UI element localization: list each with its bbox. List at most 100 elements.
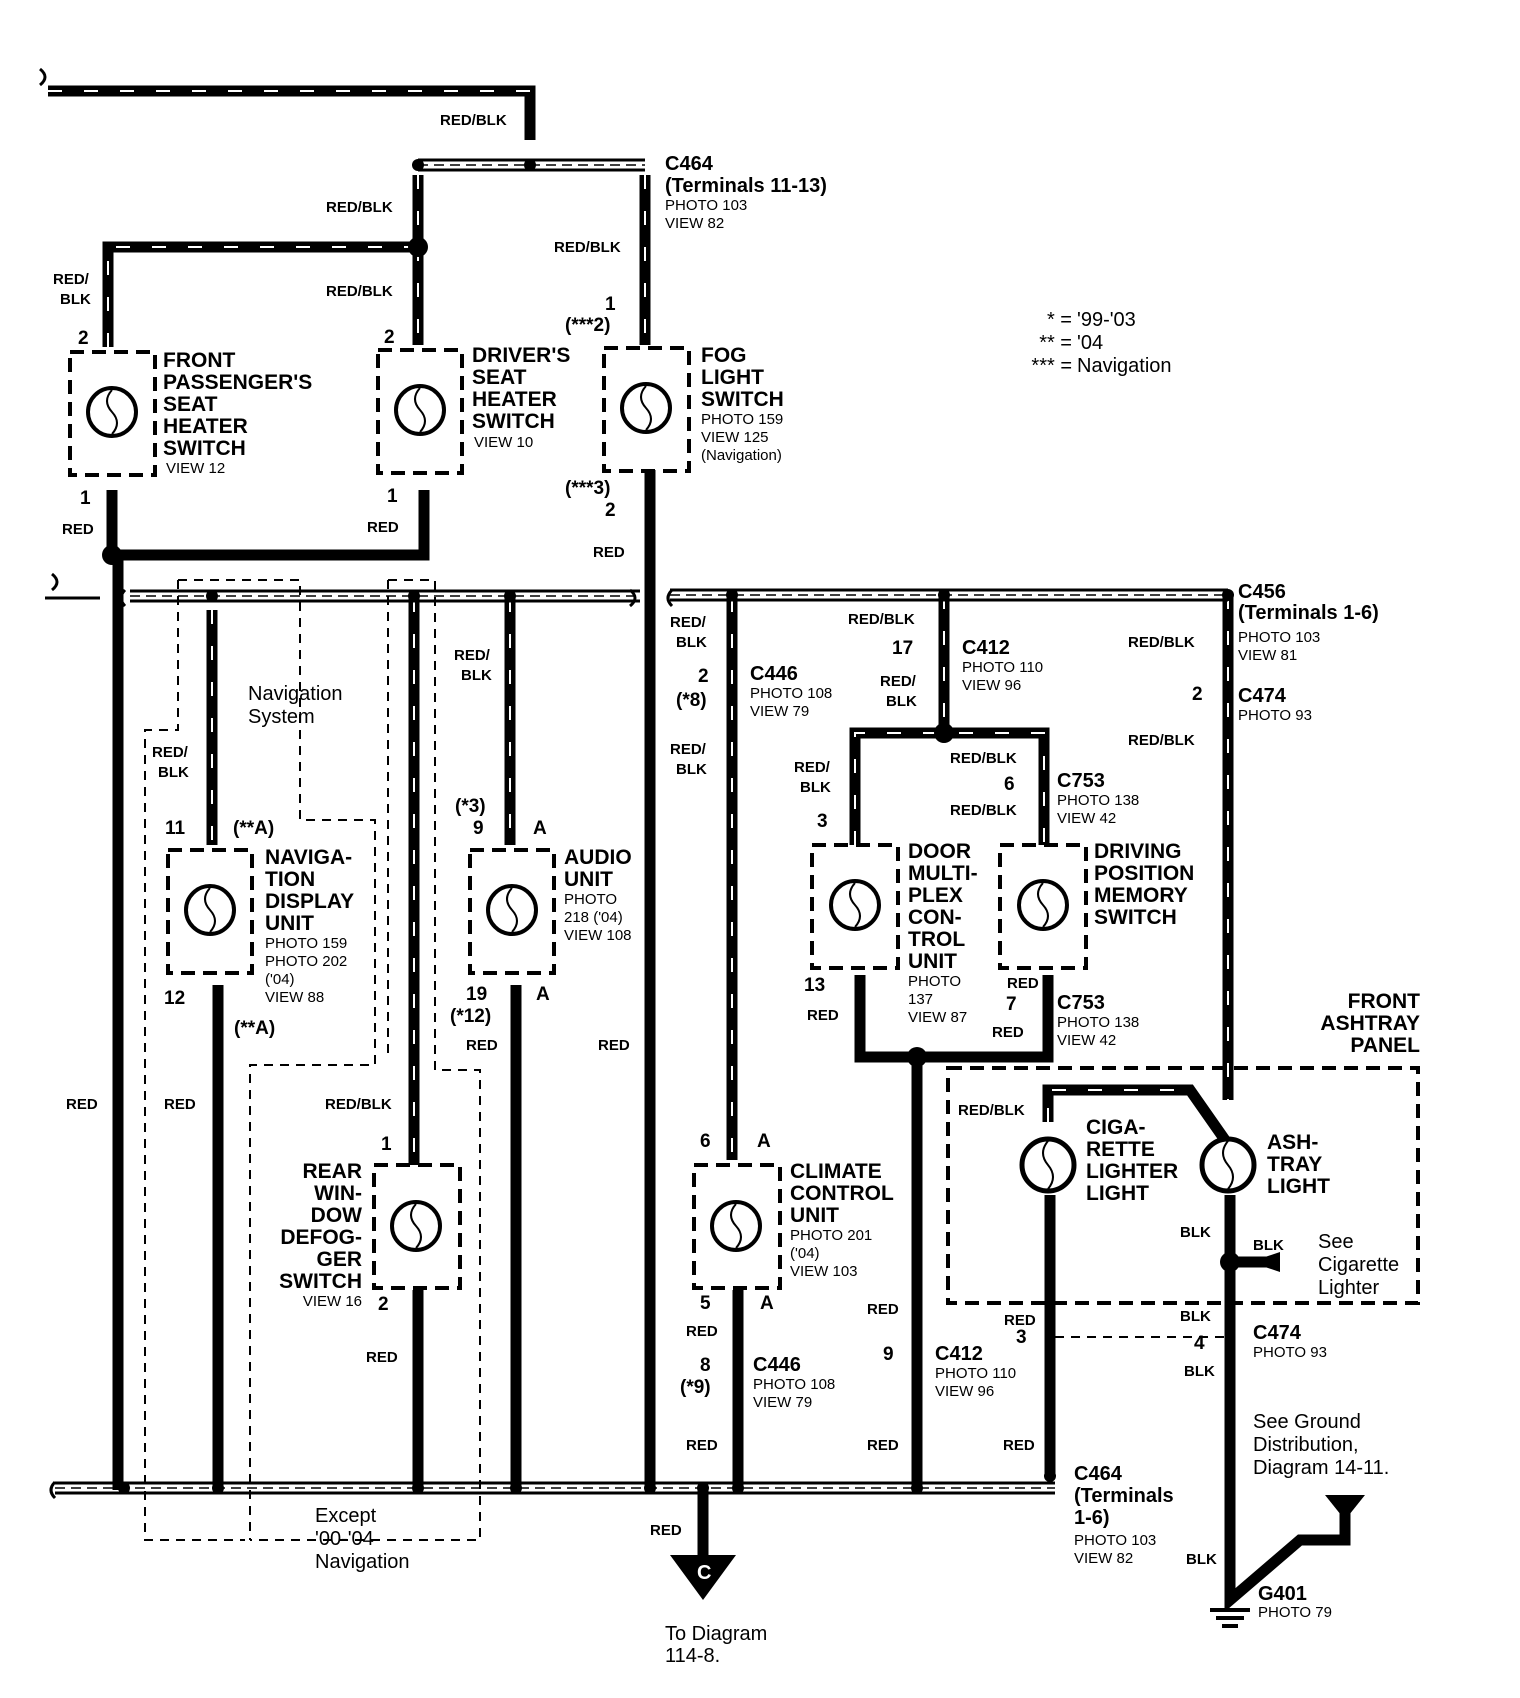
wire-label: RED xyxy=(867,1301,899,1318)
component-title: UNIT xyxy=(265,912,314,935)
wire-label: RED/BLK xyxy=(848,611,915,628)
component-photo: PHOTO xyxy=(908,973,961,990)
pin-numbers: 2 2 1 (***2) 1 1 (***3) 2 11 (**A) 12 (*… xyxy=(78,294,1205,1398)
connector-name: C464 xyxy=(1074,1463,1123,1485)
wire-label: RED xyxy=(807,1007,839,1024)
component-title: ASH- xyxy=(1267,1131,1318,1154)
pin-number: 1 xyxy=(605,294,616,315)
legend: * = '99-'03 ** = '04 *** = Navigation xyxy=(1031,309,1171,377)
component-title: CON- xyxy=(908,906,962,929)
component-photo: PHOTO 201 xyxy=(790,1227,872,1244)
wire-label: RED/BLK xyxy=(326,283,393,300)
bulb-icon xyxy=(394,384,446,436)
pin-number: (*3) xyxy=(455,796,486,817)
connector-terminals: (Terminals 11-13) xyxy=(665,175,827,197)
wire-label: RED xyxy=(598,1037,630,1054)
wire-label: RED xyxy=(366,1349,398,1366)
connector-name: C456 xyxy=(1238,581,1286,603)
wire-label: RED xyxy=(686,1437,718,1454)
component-view: VIEW 10 xyxy=(474,434,533,451)
wire-label: RED xyxy=(367,519,399,536)
wire-label: RED xyxy=(62,521,94,538)
connector-photo: PHOTO 110 xyxy=(935,1365,1016,1382)
wire-label: RED/BLK xyxy=(950,750,1017,767)
connector-photo: PHOTO 103 xyxy=(1238,629,1320,646)
wire-label: BLK xyxy=(60,291,91,308)
component-title: UNIT xyxy=(564,868,613,891)
except-note: '00-'04 xyxy=(315,1528,374,1550)
ground-note: Diagram 14-11. xyxy=(1253,1457,1389,1479)
see-cigarette-note: See xyxy=(1318,1231,1354,1253)
connector-view: VIEW 96 xyxy=(935,1383,994,1400)
component-title: DRIVING xyxy=(1094,840,1182,863)
wire-label: RED xyxy=(593,544,625,561)
legend-value: Navigation xyxy=(1077,355,1172,377)
offpage-letter: C xyxy=(697,1562,711,1584)
component-photo: PHOTO xyxy=(564,891,617,908)
wire-label: RED xyxy=(650,1522,682,1539)
wire-label: BLK xyxy=(1253,1237,1284,1254)
component-title: DOOR xyxy=(908,840,971,863)
component-photo: PHOTO 159 xyxy=(265,935,347,952)
component-title: DISPLAY xyxy=(265,890,354,913)
component-view: VIEW 125 xyxy=(701,429,769,446)
component-title: SWITCH xyxy=(279,1270,362,1293)
wire-label: RED xyxy=(66,1096,98,1113)
wire-label: RED xyxy=(1007,975,1039,992)
wire-label: RED/BLK xyxy=(950,802,1017,819)
pin-number: 3 xyxy=(817,811,828,832)
bulb-icon xyxy=(829,879,881,931)
connector-name: C474 xyxy=(1253,1322,1302,1344)
component-title: FRONT xyxy=(1348,990,1420,1013)
component-year: ('04) xyxy=(790,1245,820,1262)
connector-view: VIEW 96 xyxy=(962,677,1021,694)
component-title: POSITION xyxy=(1094,862,1194,885)
except-note: Navigation xyxy=(315,1551,410,1573)
pin-number: 6 xyxy=(700,1131,711,1152)
component-title: UNIT xyxy=(908,950,957,973)
connector-name: C753 xyxy=(1057,992,1105,1014)
connector-photo: PHOTO 138 xyxy=(1057,1014,1139,1031)
component-photo: 137 xyxy=(908,991,933,1008)
pin-number: 19 xyxy=(466,984,487,1005)
component-title: AUDIO xyxy=(564,846,632,869)
bulb-icon xyxy=(184,884,236,936)
component-year: ('04) xyxy=(265,971,295,988)
connector-terminals: (Terminals xyxy=(1074,1485,1174,1507)
component-title: PLEX xyxy=(908,884,963,907)
connector-view: VIEW 79 xyxy=(750,703,809,720)
wire-label: RED xyxy=(466,1037,498,1054)
wire-label: RED/BLK xyxy=(326,199,393,216)
nav-system-note: System xyxy=(248,706,315,728)
wire-label: BLK xyxy=(676,634,707,651)
component-view: VIEW 16 xyxy=(303,1293,362,1310)
wire-label: RED xyxy=(164,1096,196,1113)
ground-name: G401 xyxy=(1258,1583,1307,1605)
pin-number: (*8) xyxy=(676,690,707,711)
connector-name: C446 xyxy=(750,663,798,685)
wire-labels: RED/BLK RED/BLK RED/BLK RED/ BLK RED/BLK… xyxy=(53,112,1284,1568)
wire-label: BLK xyxy=(1184,1363,1215,1380)
pin-number: (***2) xyxy=(565,315,610,336)
pin-number: A xyxy=(760,1293,774,1314)
wire-label: RED xyxy=(1004,1312,1036,1329)
bulb-icon xyxy=(710,1200,762,1252)
component-photo: PHOTO 159 xyxy=(701,411,783,428)
wire-label: RED/BLK xyxy=(1128,732,1195,749)
pin-number: 17 xyxy=(892,638,913,659)
wire-label: RED/ xyxy=(794,759,831,776)
buses xyxy=(39,67,1230,1500)
component-title: TROL xyxy=(908,928,965,951)
ground-photo: PHOTO 79 xyxy=(1258,1604,1332,1621)
pin-number: 1 xyxy=(80,488,91,509)
offpage-arrow-icon xyxy=(670,1555,736,1600)
component-view: VIEW 103 xyxy=(790,1263,858,1280)
wire-label: RED xyxy=(1003,1437,1035,1454)
connector-photo: PHOTO 108 xyxy=(753,1376,835,1393)
splice-dots xyxy=(102,159,1240,1494)
component-view: VIEW 87 xyxy=(908,1009,967,1026)
component-view: VIEW 12 xyxy=(166,460,225,477)
connector-photo: PHOTO 108 xyxy=(750,685,832,702)
pin-number: A xyxy=(757,1131,771,1152)
